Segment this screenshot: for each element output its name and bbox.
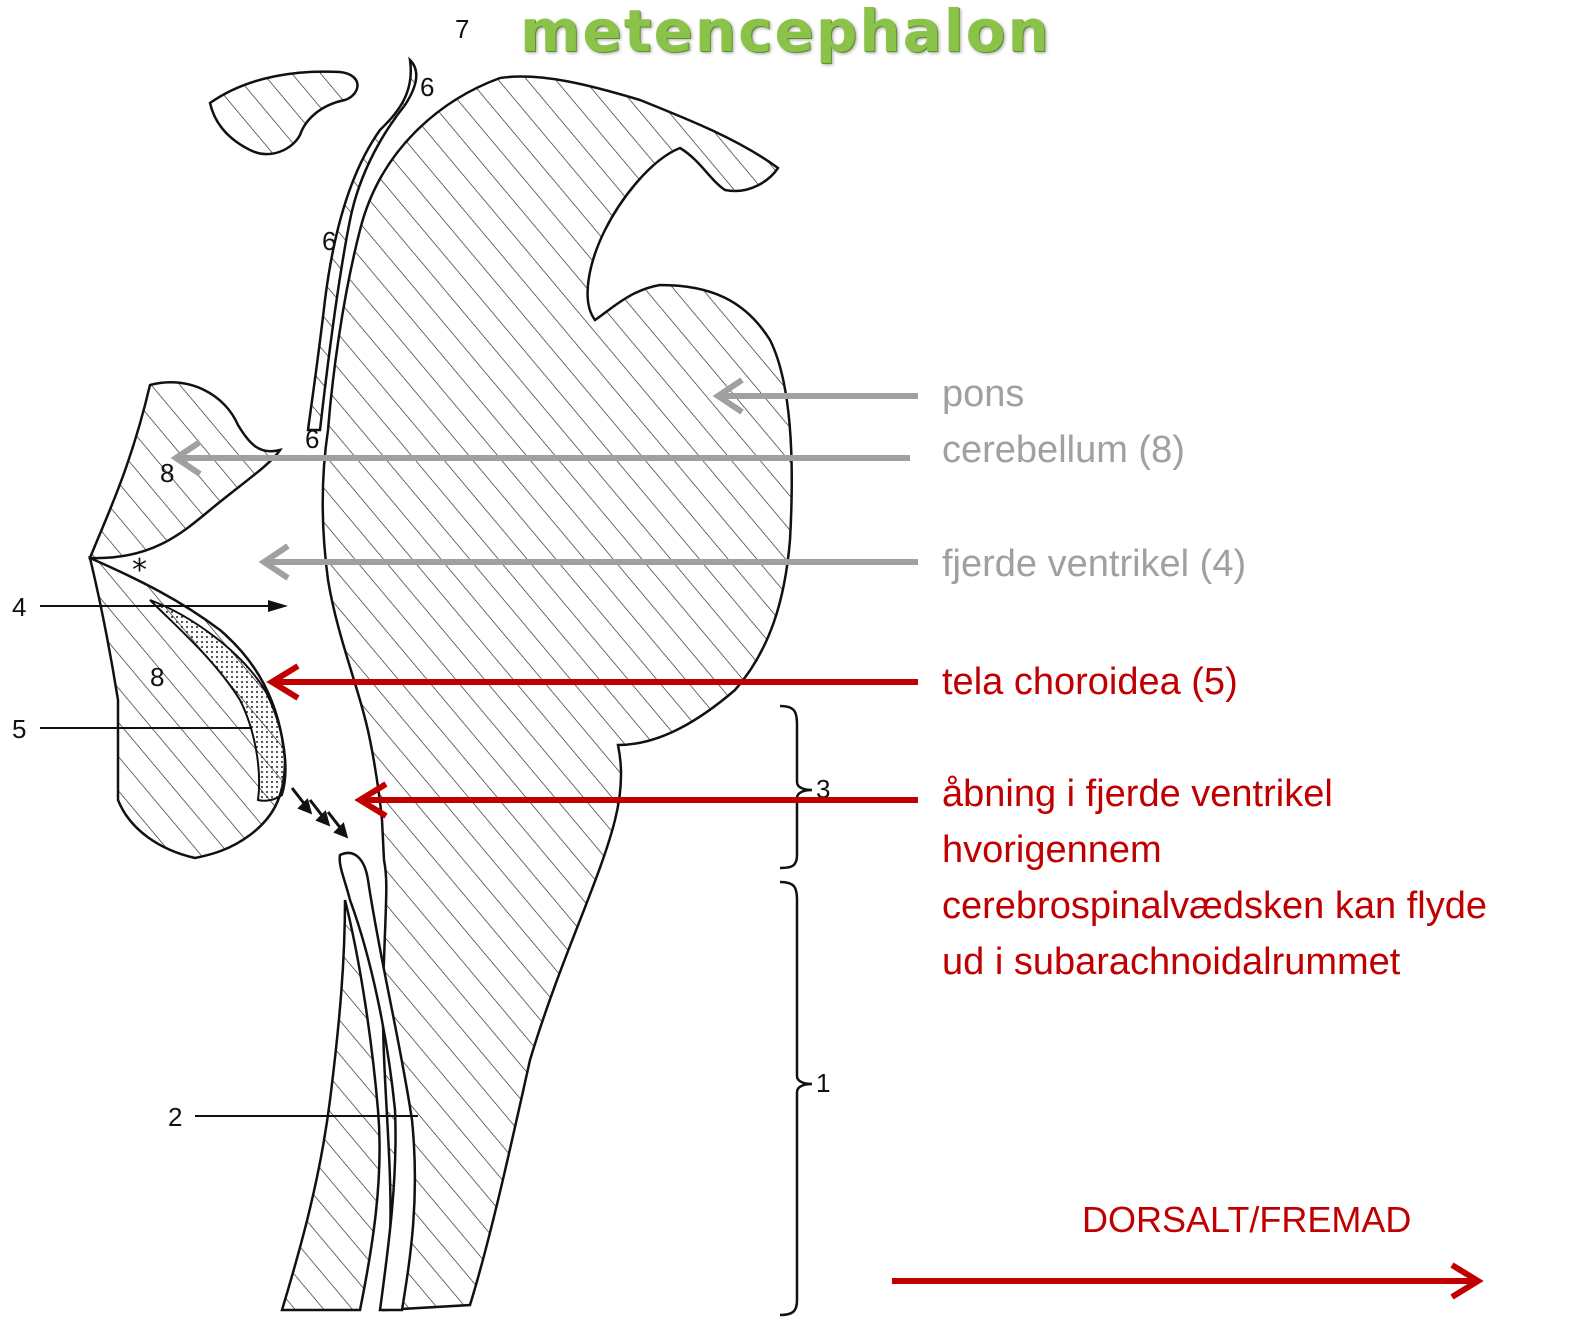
cerebellum-upper [90, 382, 280, 558]
asterisk-marker: * [132, 553, 147, 588]
number-6-top: 6 [420, 72, 434, 102]
number-5: 5 [12, 714, 26, 744]
number-6-middle: 6 [322, 226, 336, 256]
number-1: 1 [816, 1068, 830, 1098]
label-pons: pons [942, 372, 1024, 416]
brainstem-body [323, 77, 792, 1310]
label-opening-line-4: ud i subarachnoidalrummet [942, 940, 1400, 984]
label-cerebellum: cerebellum (8) [942, 428, 1185, 472]
arrow-direction [892, 1265, 1478, 1297]
label-fourth-ventricle: fjerde ventrikel (4) [942, 542, 1246, 586]
number-8-upper: 8 [160, 458, 174, 488]
label-opening-line-3: cerebrospinalvædsken kan flyde [942, 884, 1487, 928]
opening-arrows [292, 788, 346, 836]
number-6-bottom: 6 [305, 424, 319, 454]
lower-column-hatched [282, 900, 380, 1310]
label-direction: DORSALT/FREMAD [1082, 1198, 1411, 1242]
bracket-3 [780, 706, 812, 868]
label-opening-line-1: åbning i fjerde ventrikel [942, 772, 1333, 816]
number-2: 2 [168, 1102, 182, 1132]
number-4: 4 [12, 592, 26, 622]
upper-left-lobe [210, 72, 358, 154]
number-8-lower: 8 [150, 662, 164, 692]
bracket-1 [780, 882, 812, 1315]
label-tela-choroidea: tela choroidea (5) [942, 660, 1238, 704]
number-7: 7 [455, 14, 469, 44]
label-opening-line-2: hvorigennem [942, 828, 1162, 872]
